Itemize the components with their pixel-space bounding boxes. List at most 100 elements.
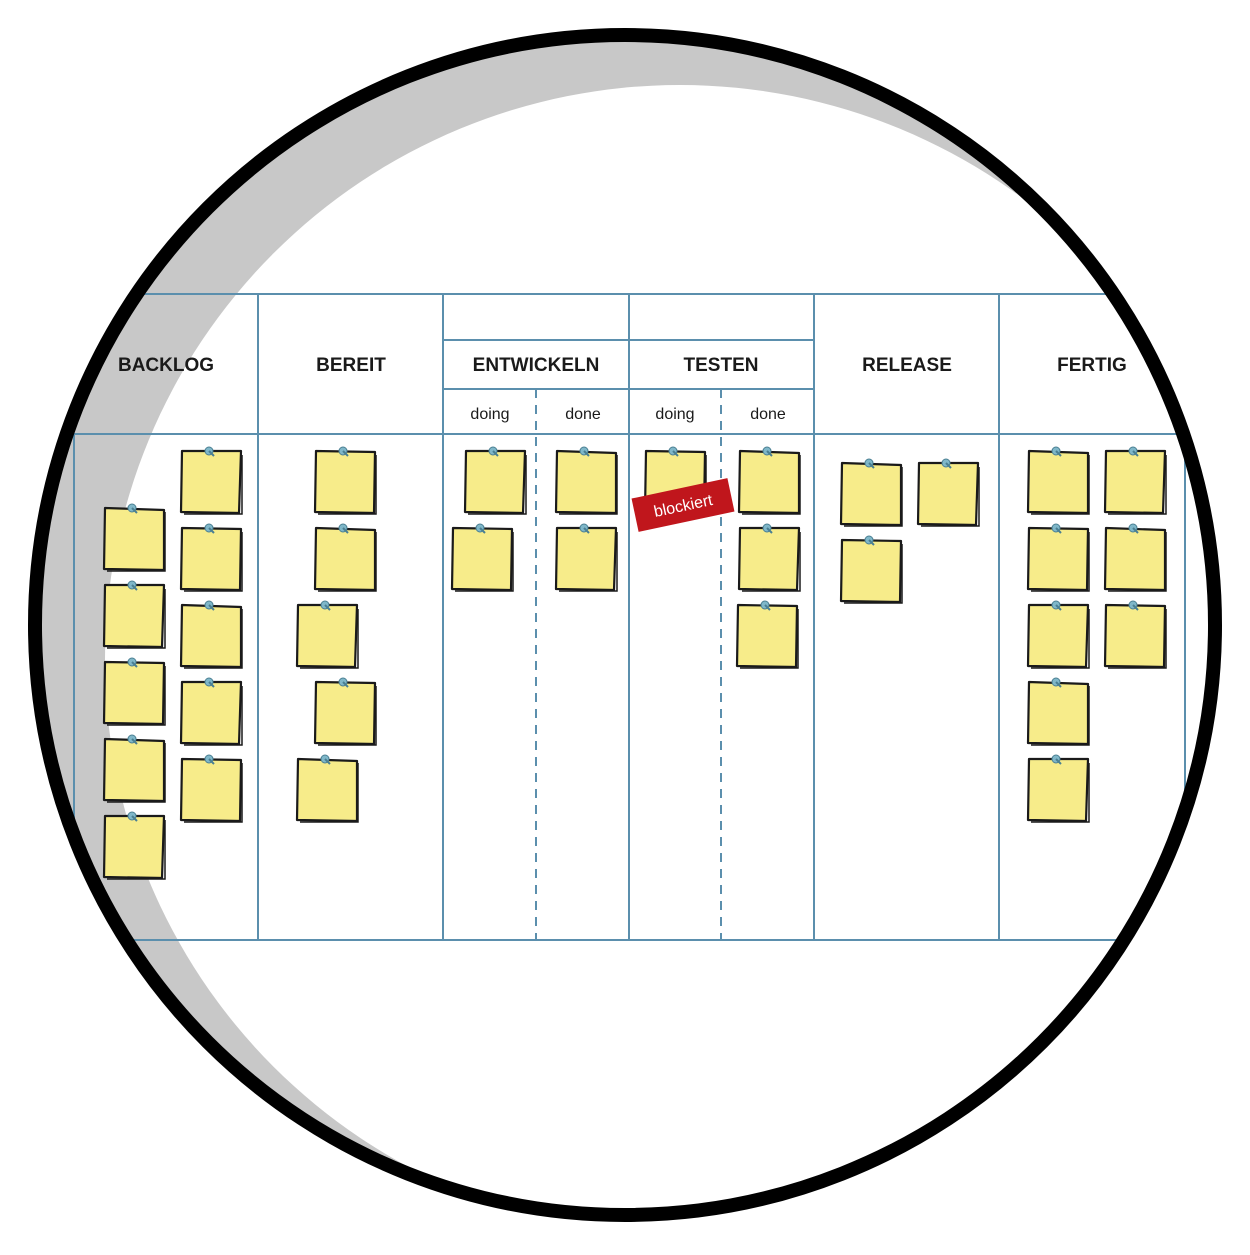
sticky-note-shadow bbox=[1108, 455, 1167, 515]
sticky-note-body bbox=[179, 603, 243, 669]
sticky-note-fertig bbox=[1103, 600, 1167, 669]
sticky-note-body bbox=[1103, 603, 1167, 669]
sticky-note-testen-done bbox=[735, 600, 799, 669]
sticky-note-shadow bbox=[300, 609, 359, 669]
column-header-backlog: BACKLOG bbox=[118, 355, 214, 376]
sticky-note-fertig bbox=[1026, 600, 1090, 669]
sticky-note-body bbox=[735, 603, 799, 669]
sticky-note-shadow bbox=[184, 686, 243, 746]
sticky-note-shadow bbox=[184, 455, 243, 515]
sticky-note-release bbox=[916, 458, 980, 527]
sticky-note-body bbox=[295, 757, 359, 823]
pin-needle bbox=[208, 758, 215, 765]
sticky-note-shadow bbox=[184, 532, 243, 592]
sticky-note-shadow bbox=[107, 589, 166, 649]
sticky-note-body bbox=[102, 660, 166, 726]
sticky-note-backlog bbox=[102, 657, 166, 726]
sticky-note-shadow bbox=[1031, 609, 1090, 669]
sticky-note-shadow bbox=[742, 455, 801, 515]
sticky-note-fertig bbox=[1103, 446, 1167, 515]
pin-needle bbox=[131, 661, 138, 668]
sticky-note-shadow bbox=[318, 686, 377, 746]
sticky-note-body bbox=[737, 526, 801, 592]
sticky-note-backlog bbox=[179, 523, 243, 592]
sticky-note-bereit bbox=[313, 446, 377, 515]
sticky-note-body bbox=[839, 538, 903, 604]
sticky-note-body bbox=[102, 814, 166, 880]
sticky-note-body bbox=[102, 737, 166, 803]
sticky-note-body bbox=[295, 603, 359, 669]
sticky-note-shadow bbox=[468, 455, 527, 515]
sticky-note-bereit bbox=[295, 754, 359, 823]
pin-needle bbox=[1055, 604, 1062, 611]
subcolumn-header-entwickeln-doing: doing bbox=[470, 406, 509, 423]
pin-needle bbox=[324, 604, 331, 611]
sticky-note-release bbox=[839, 535, 903, 604]
sticky-note-fertig bbox=[1026, 754, 1090, 823]
sticky-note-backlog bbox=[179, 446, 243, 515]
sticky-note-body bbox=[179, 757, 243, 823]
pin-needle bbox=[1132, 527, 1139, 534]
sticky-note-fertig bbox=[1026, 446, 1090, 515]
pin-needle bbox=[766, 450, 773, 457]
sticky-note-shadow bbox=[844, 544, 903, 604]
sticky-note-backlog bbox=[102, 734, 166, 803]
sticky-note-shadow bbox=[559, 455, 618, 515]
sticky-note-body bbox=[179, 449, 243, 515]
pin-needle bbox=[1132, 450, 1139, 457]
sticky-note-fertig bbox=[1026, 523, 1090, 592]
sticky-note-shadow bbox=[455, 532, 514, 592]
sticky-note-body bbox=[737, 449, 801, 515]
pin-needle bbox=[342, 527, 349, 534]
pin-needle bbox=[342, 450, 349, 457]
blocked-tag: blockiert bbox=[631, 478, 735, 532]
pin-needle bbox=[1055, 450, 1062, 457]
outer-ring bbox=[28, 28, 1222, 1222]
sticky-note-shadow bbox=[1031, 763, 1090, 823]
pin-needle bbox=[131, 738, 138, 745]
sticky-note-body bbox=[839, 461, 903, 527]
sticky-note-shadow bbox=[300, 763, 359, 823]
pin-needle bbox=[208, 681, 215, 688]
sticky-note-testen-done bbox=[737, 523, 801, 592]
pin-needle bbox=[492, 450, 499, 457]
sticky-note-entwickeln-done bbox=[554, 523, 618, 592]
sticky-note-body bbox=[313, 526, 377, 592]
sticky-note-bereit bbox=[313, 677, 377, 746]
column-header-release: RELEASE bbox=[862, 355, 952, 376]
sticky-note-body bbox=[102, 583, 166, 649]
sticky-note-shadow bbox=[1031, 532, 1090, 592]
kanban-board: BACKLOG BEREIT ENTWICKELN TESTEN RELEASE… bbox=[35, 293, 1215, 941]
sticky-note-body bbox=[1026, 680, 1090, 746]
sticky-note-body bbox=[1026, 526, 1090, 592]
sticky-note-bereit bbox=[295, 600, 359, 669]
pin-needle bbox=[324, 758, 331, 765]
sticky-note-body bbox=[554, 526, 618, 592]
subcolumn-header-testen-done: done bbox=[750, 406, 786, 423]
pin-needle bbox=[208, 450, 215, 457]
sticky-note-fertig bbox=[1103, 523, 1167, 592]
sticky-note-entwickeln-done bbox=[554, 446, 618, 515]
sticky-note-body bbox=[102, 506, 166, 572]
sticky-note-shadow bbox=[184, 609, 243, 669]
sticky-note-release bbox=[839, 458, 903, 527]
sticky-note-shadow bbox=[559, 532, 618, 592]
pin-needle bbox=[131, 507, 138, 514]
pin-needle bbox=[208, 604, 215, 611]
pin-needle bbox=[764, 604, 771, 611]
sticky-note-shadow bbox=[921, 467, 980, 527]
sticky-note-shadow bbox=[1108, 532, 1167, 592]
pin-needle bbox=[1055, 527, 1062, 534]
pin-needle bbox=[766, 527, 773, 534]
sticky-note-shadow bbox=[1031, 455, 1090, 515]
sticky-note-testen-done bbox=[737, 446, 801, 515]
sticky-note-body bbox=[179, 680, 243, 746]
sticky-note-body bbox=[463, 449, 527, 515]
sticky-note-body bbox=[179, 526, 243, 592]
sticky-note-backlog bbox=[179, 600, 243, 669]
sticky-note-shadow bbox=[318, 532, 377, 592]
sticky-note-body bbox=[450, 526, 514, 592]
sticky-note-body bbox=[1026, 757, 1090, 823]
pin-needle bbox=[208, 527, 215, 534]
pin-needle bbox=[1055, 758, 1062, 765]
